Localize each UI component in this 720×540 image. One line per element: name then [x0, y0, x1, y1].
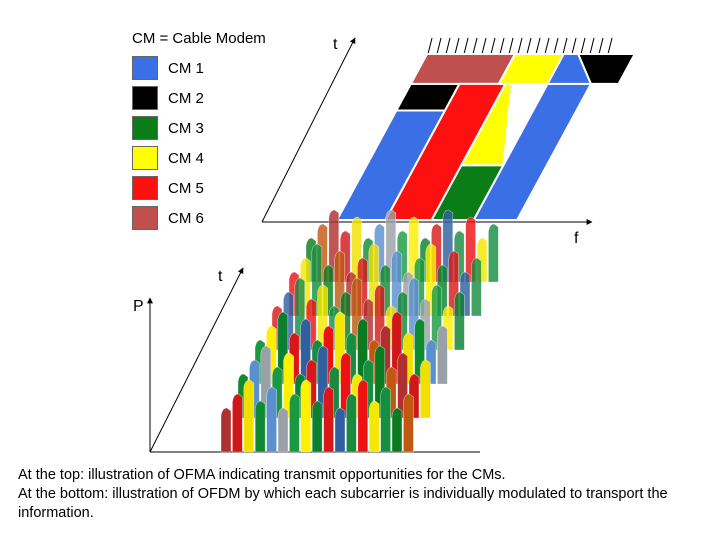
ofdm-subcarrier-slab	[471, 257, 482, 317]
ofdm-diagram	[147, 209, 499, 453]
ofdm-subcarrier-slab	[437, 325, 448, 385]
ofdma-hatch-line	[535, 37, 541, 55]
ofdm-subcarrier-slab	[323, 386, 334, 453]
ofdma-hatch-line	[607, 37, 613, 55]
ofdm-subcarrier-slab	[311, 400, 323, 453]
ofdma-f-axis-label: f	[574, 230, 579, 247]
ofdm-subcarrier-slab	[403, 393, 414, 453]
ofdm-subcarrier-slab	[391, 407, 403, 453]
legend-label-cm6: CM 6	[168, 209, 204, 227]
ofdm-subcarrier-slab	[346, 393, 357, 453]
legend-swatch-cm5	[132, 176, 158, 200]
ofdm-subcarrier-slab	[357, 379, 369, 453]
ofdma-hatch-line	[571, 37, 577, 55]
ofdm-subcarrier-slab	[454, 291, 465, 351]
ofdm-subcarrier-stack	[220, 209, 499, 453]
ofdm-subcarrier-slab	[266, 386, 277, 453]
legend: CM = Cable Modem CM 1 CM 2 CM 3 CM 4 CM …	[132, 30, 266, 233]
ofdma-hatch-line	[490, 37, 496, 55]
ofdm-subcarrier-slab	[289, 393, 300, 453]
ofdm-subcarrier-slab	[220, 407, 232, 453]
legend-item-cm6: CM 6	[132, 203, 266, 233]
ofdma-time-hatch	[427, 37, 613, 55]
legend-swatch-cm2	[132, 86, 158, 110]
ofdma-hatch-line	[463, 37, 469, 55]
ofdma-hatch-line	[517, 37, 523, 55]
ofdm-subcarrier-slab	[488, 223, 499, 283]
ofdma-hatch-line	[427, 37, 433, 55]
ofdma-hatch-line	[580, 37, 586, 55]
legend-swatch-cm6	[132, 206, 158, 230]
ofdma-hatch-line	[553, 37, 559, 55]
caption-line-bottom: At the bottom: illustration of OFDM by w…	[18, 486, 668, 521]
ofdma-hatch-line	[472, 37, 478, 55]
ofdma-hatch-line	[508, 37, 514, 55]
legend-label-cm3: CM 3	[168, 119, 204, 137]
ofdm-subcarrier-slab	[380, 386, 391, 453]
ofdma-allocation-grid	[336, 53, 636, 221]
caption-line-top: At the top: illustration of OFMA indicat…	[18, 467, 506, 483]
ofdma-hatch-line	[598, 37, 604, 55]
ofdm-subcarrier-slab	[277, 407, 289, 453]
ofdma-diagram	[261, 37, 636, 225]
ofdma-hatch-line	[562, 37, 568, 55]
legend-title: CM = Cable Modem	[132, 30, 266, 47]
ofdma-hatch-line	[454, 37, 460, 55]
legend-item-cm3: CM 3	[132, 113, 266, 143]
legend-label-cm2: CM 2	[168, 89, 204, 107]
legend-swatch-cm3	[132, 116, 158, 140]
ofdm-t-axis-label: t	[218, 268, 223, 285]
ofdma-hatch-line	[481, 37, 487, 55]
legend-label-cm1: CM 1	[168, 59, 204, 77]
ofdm-subcarrier-slab	[243, 379, 255, 453]
ofdm-subcarrier-slab	[368, 400, 380, 453]
legend-item-cm5: CM 5	[132, 173, 266, 203]
ofdm-subcarrier-slab	[300, 379, 312, 453]
legend-label-cm4: CM 4	[168, 149, 204, 167]
ofdma-cm6-block	[409, 53, 517, 85]
ofdma-hatch-line	[526, 37, 532, 55]
legend-label-cm5: CM 5	[168, 179, 204, 197]
legend-item-cm2: CM 2	[132, 83, 266, 113]
ofdm-subcarrier-slab	[420, 359, 431, 419]
ofdm-subcarrier-slab	[232, 393, 243, 453]
ofdm-p-axis-label: P	[133, 298, 144, 315]
legend-swatch-cm1	[132, 56, 158, 80]
ofdm-subcarrier-slab	[334, 407, 346, 453]
caption: At the top: illustration of OFMA indicat…	[18, 466, 708, 523]
ofdma-hatch-line	[445, 37, 451, 55]
legend-item-cm1: CM 1	[132, 53, 266, 83]
ofdma-hatch-line	[436, 37, 442, 55]
ofdma-t-axis-label: t	[333, 36, 338, 53]
ofdm-subcarrier-slab	[254, 400, 266, 453]
ofdm-t-axis	[149, 267, 244, 453]
legend-swatch-cm4	[132, 146, 158, 170]
ofdma-hatch-line	[499, 37, 505, 55]
legend-item-cm4: CM 4	[132, 143, 266, 173]
ofdma-hatch-line	[589, 37, 595, 55]
ofdma-cm2-block-high	[577, 53, 636, 85]
ofdma-t-axis	[261, 37, 356, 223]
ofdma-hatch-line	[544, 37, 550, 55]
